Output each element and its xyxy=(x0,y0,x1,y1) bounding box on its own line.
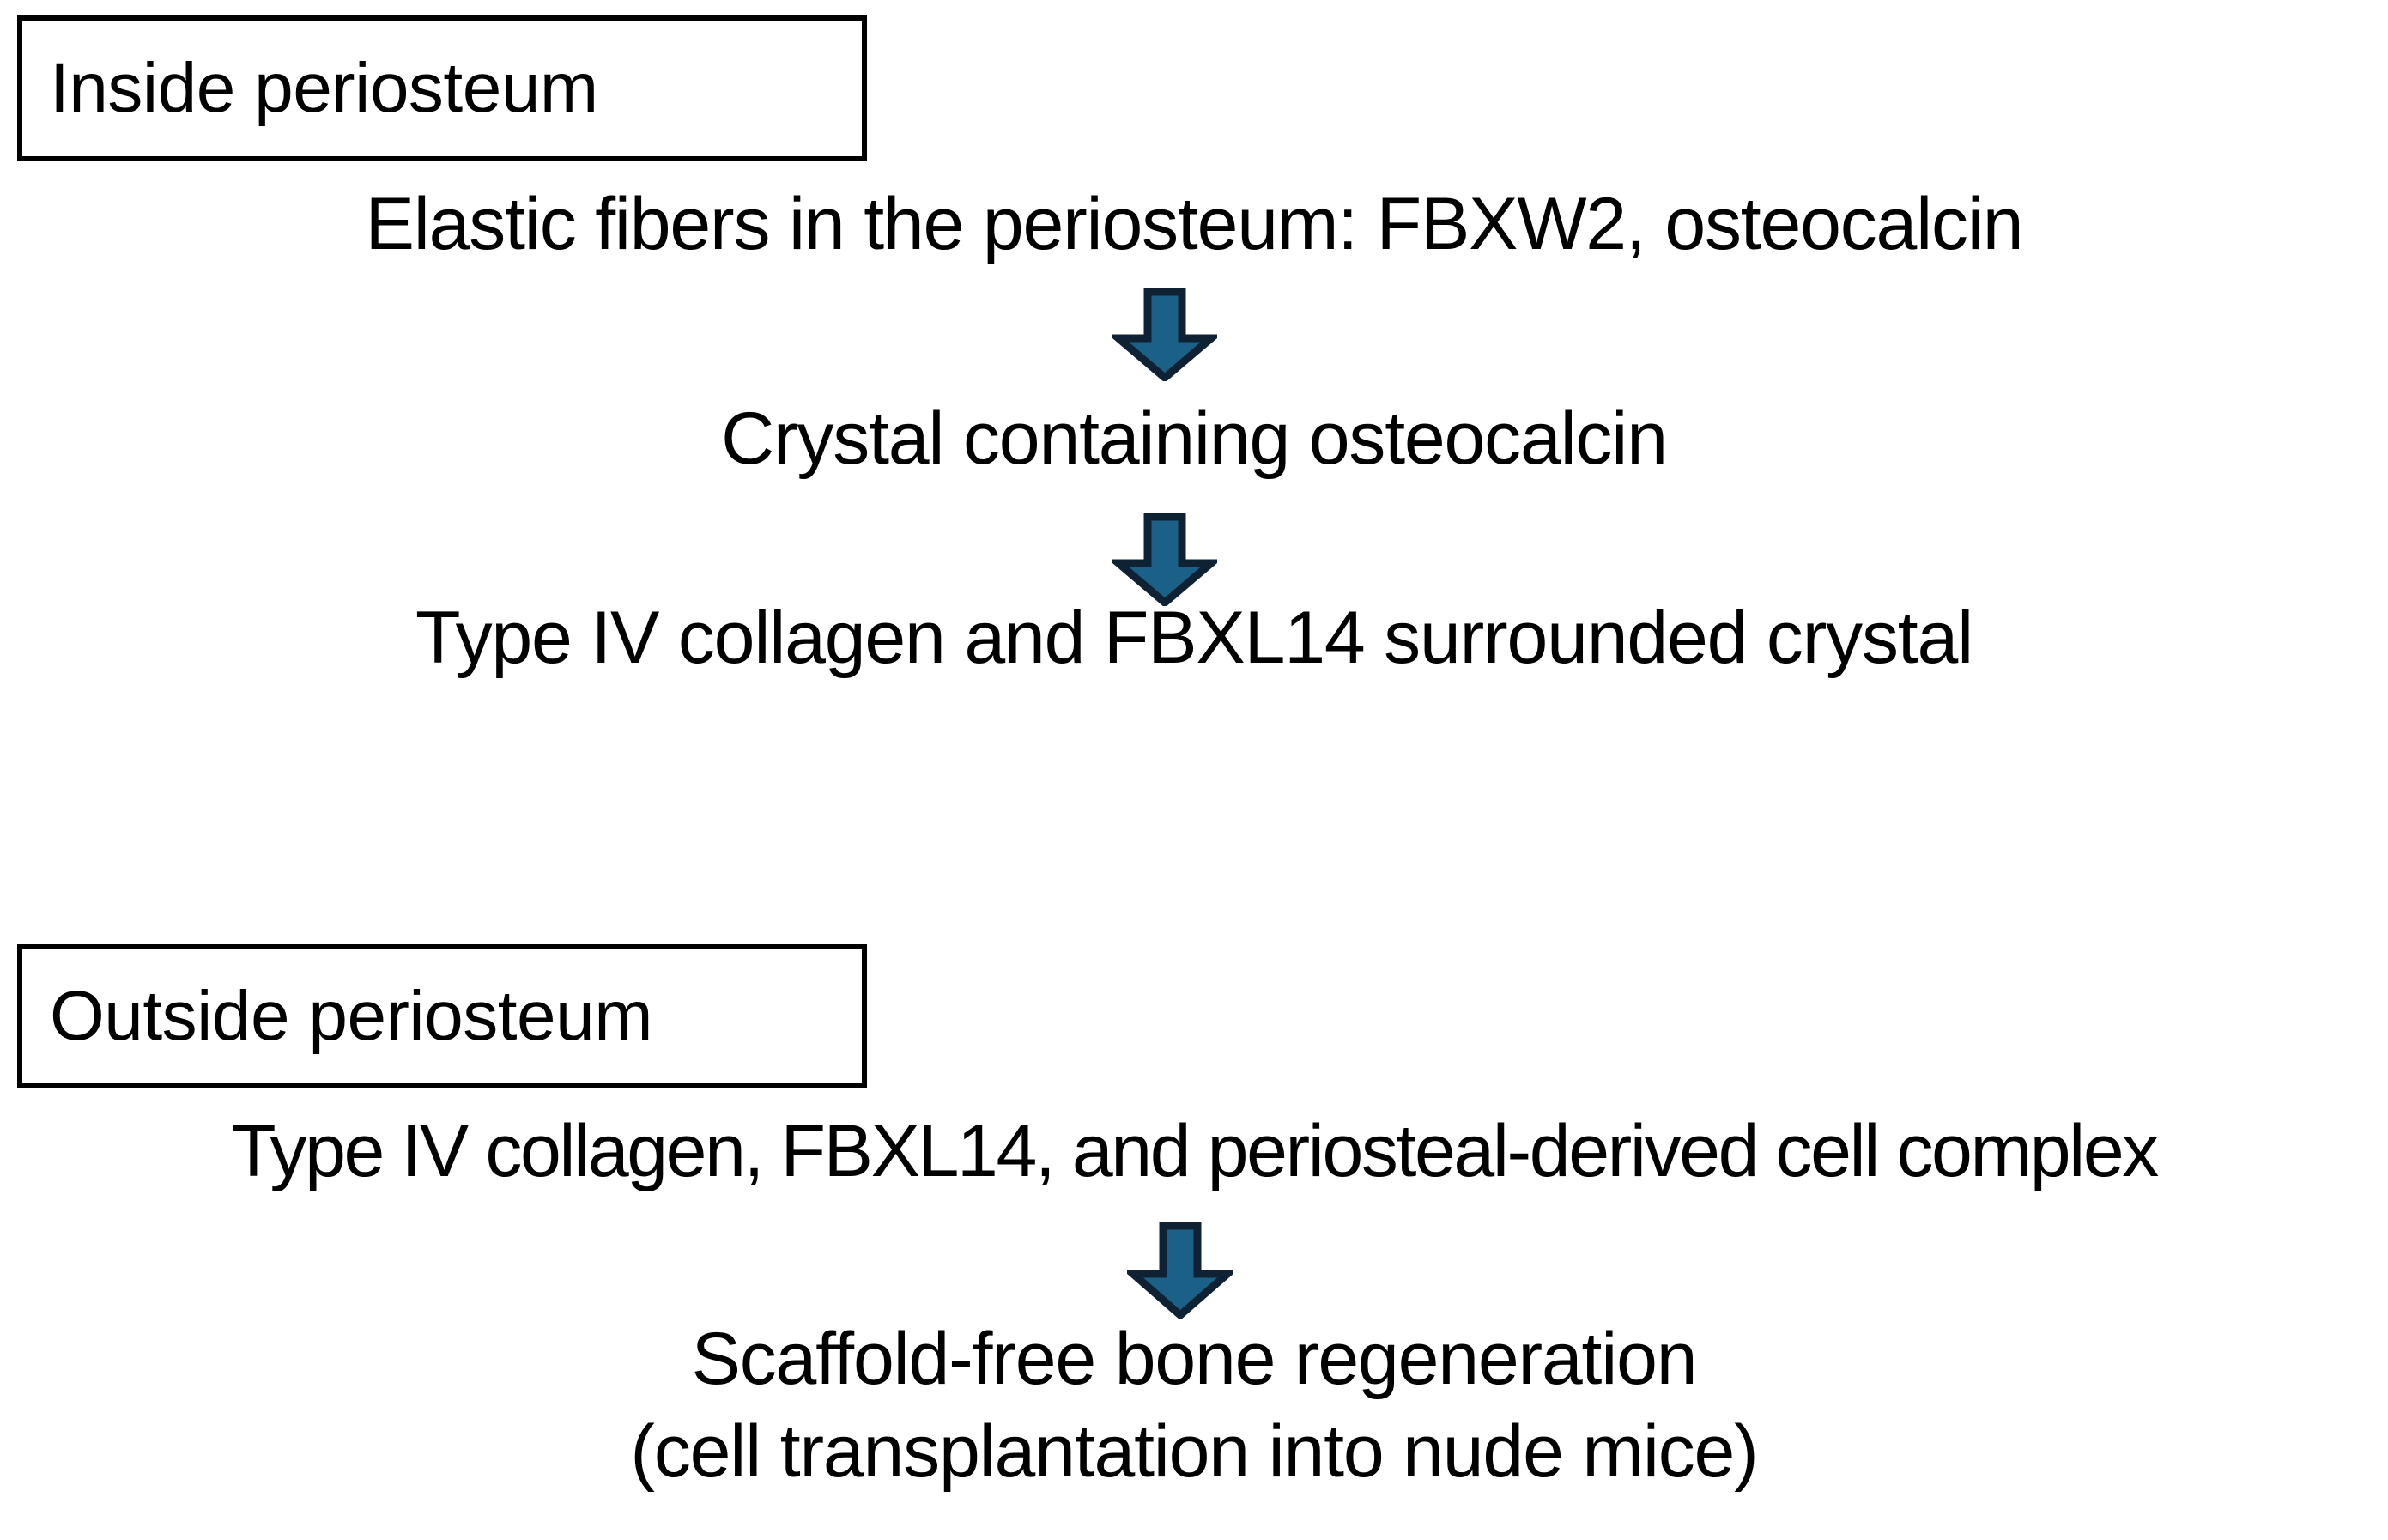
section-label-box-outside-periosteum: Outside periosteum xyxy=(17,944,867,1088)
section-label-outside-periosteum: Outside periosteum xyxy=(50,977,653,1055)
flow-step-elastic-fibers: Elastic fibers in the periosteum: FBXW2,… xyxy=(365,183,2024,265)
down-arrow-icon xyxy=(1127,1222,1233,1319)
flow-step-cell-complex: Type IV collagen, FBXL14, and periosteal… xyxy=(231,1110,2159,1192)
flow-step-cell-transplantation-nude-mice: (cell transplantation into nude mice) xyxy=(630,1410,1758,1493)
flow-step-scaffold-free-bone-regeneration: Scaffold-free bone regeneration xyxy=(691,1318,1698,1400)
flow-step-type-iv-collagen-crystal: Type IV collagen and FBXL14 surrounded c… xyxy=(415,597,1973,679)
section-label-box-inside-periosteum: Inside periosteum xyxy=(17,15,867,161)
section-label-inside-periosteum: Inside periosteum xyxy=(50,49,598,127)
down-arrow-icon xyxy=(1112,513,1217,606)
down-arrow-icon xyxy=(1112,288,1217,381)
flow-step-crystal-containing-osteocalcin: Crystal containing osteocalcin xyxy=(721,397,1668,480)
